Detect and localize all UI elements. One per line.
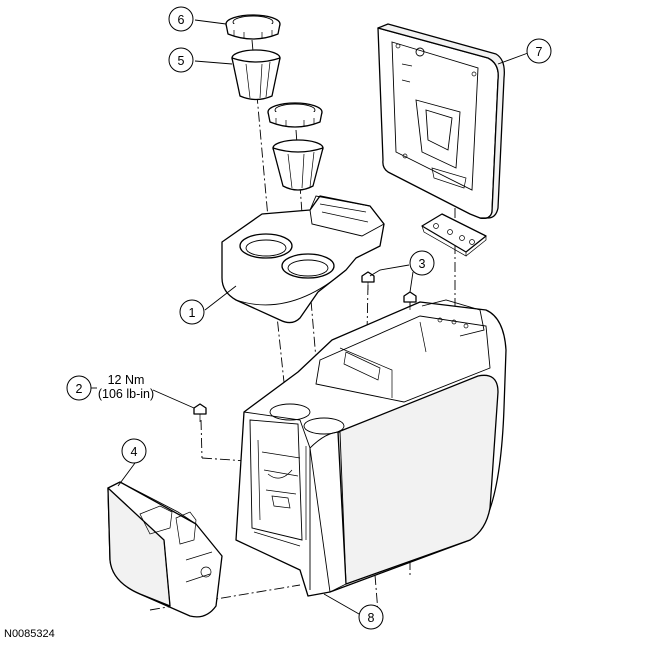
callout-8: 8 [358,604,384,630]
cup-ring-upper [225,14,281,40]
leaders [117,19,529,615]
screw-3a [361,271,375,290]
figure-id: N0085324 [4,628,55,640]
callout-label: 7 [536,45,543,59]
callout-1: 1 [179,299,205,325]
top-bezel [221,195,385,324]
callout-label: 3 [419,257,426,271]
armrest-lid [377,23,505,220]
console-body [235,299,507,597]
callout-label: 6 [178,13,185,27]
cup-insert-upper [231,49,281,101]
cup-insert-lower [272,139,324,191]
callout-label: 5 [178,54,185,68]
torque-value-nm: 12 Nm [108,373,145,387]
callout-5: 5 [168,47,194,73]
callout-2: 2 [66,375,92,401]
callout-label: 8 [368,611,375,625]
torque-value-lbin: (106 lb-in) [98,387,154,401]
cup-ring-lower [267,102,323,128]
screw-3b [403,291,417,310]
storage-bin [107,481,223,618]
callout-3: 3 [409,250,435,276]
callout-label: 1 [189,306,196,320]
screw-2 [193,403,207,422]
callout-label: 4 [131,445,138,459]
callout-6: 6 [168,6,194,32]
hinge-plate [421,213,487,257]
callout-7: 7 [526,38,552,64]
callout-4: 4 [121,438,147,464]
callout-label: 2 [76,382,83,396]
